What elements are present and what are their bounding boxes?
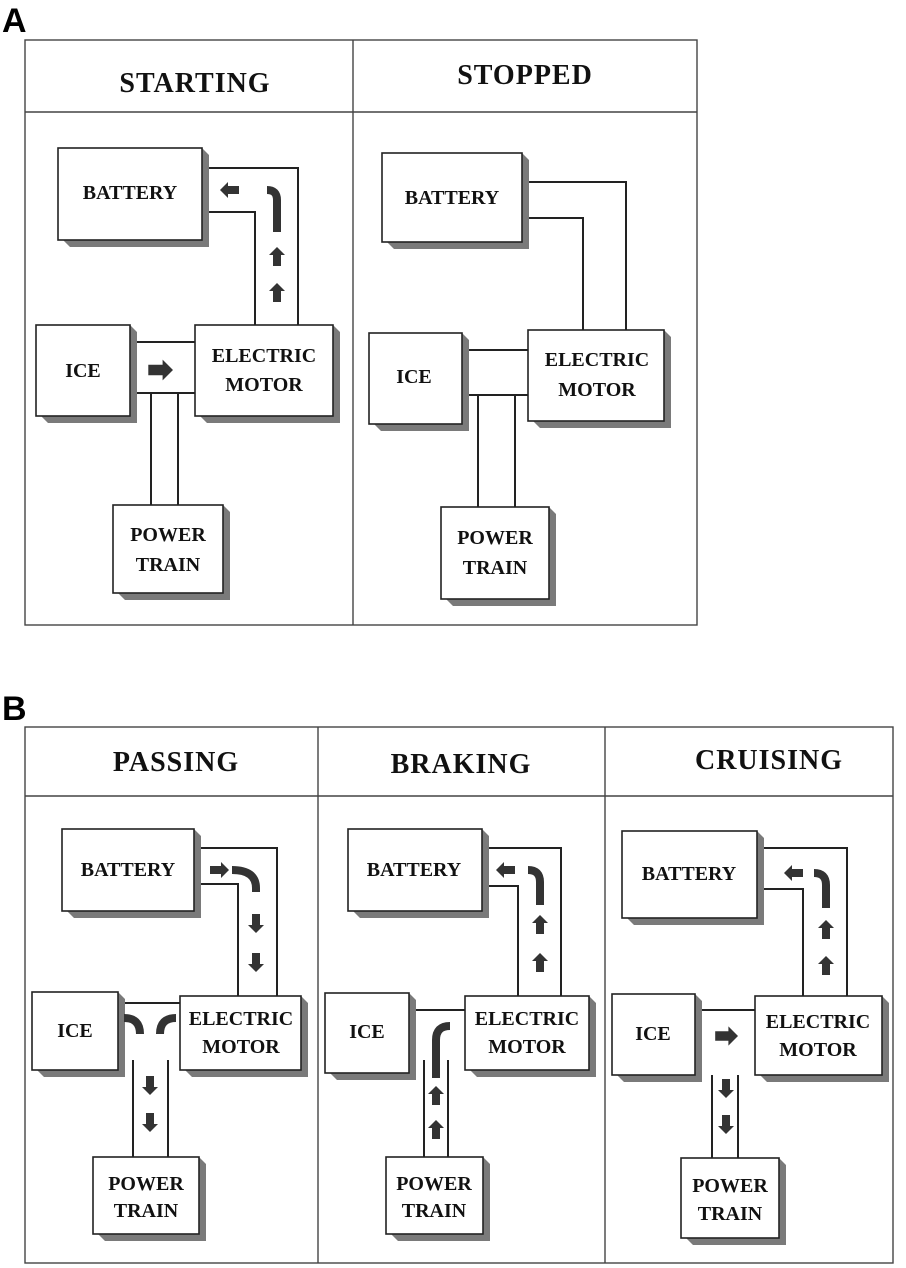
svg-text:TRAIN: TRAIN: [136, 554, 201, 576]
svg-text:TRAIN: TRAIN: [114, 1200, 179, 1222]
energy-flow-arrows: [715, 865, 834, 1134]
svg-text:BATTERY: BATTERY: [83, 182, 178, 204]
column-passing: PASSING BATTERY ICE ELECTRIC MOTOR: [31, 747, 308, 1241]
svg-text:BATTERY: BATTERY: [81, 859, 176, 881]
electric-motor-box: ELECTRIC MOTOR: [464, 995, 596, 1077]
svg-text:BATTERY: BATTERY: [642, 863, 737, 885]
electric-motor-box: ELECTRIC MOTOR: [179, 995, 308, 1077]
svg-text:MOTOR: MOTOR: [225, 374, 303, 396]
svg-text:POWER: POWER: [130, 524, 206, 546]
svg-text:ICE: ICE: [65, 360, 101, 382]
ice-box: ICE: [368, 332, 469, 431]
electric-motor-box: ELECTRIC MOTOR: [194, 324, 340, 423]
arrow-bend: [432, 1022, 451, 1078]
column-title: CRUISING: [695, 745, 843, 776]
battery-box: BATTERY: [381, 152, 529, 249]
panel-label-a: A: [2, 2, 27, 40]
column-title: STARTING: [119, 68, 270, 99]
svg-text:ELECTRIC: ELECTRIC: [766, 1011, 870, 1033]
ice-box: ICE: [31, 991, 125, 1077]
svg-text:MOTOR: MOTOR: [488, 1036, 566, 1058]
column-title: PASSING: [113, 747, 239, 778]
ice-box: ICE: [611, 993, 702, 1082]
energy-flow-arrows: [123, 862, 264, 1132]
power-train-box: POWER TRAIN: [680, 1157, 786, 1245]
svg-text:BATTERY: BATTERY: [367, 859, 462, 881]
svg-text:MOTOR: MOTOR: [779, 1039, 857, 1061]
figure-b: PASSING BATTERY ICE ELECTRIC MOTOR: [24, 726, 894, 1264]
electric-motor-box: ELECTRIC MOTOR: [527, 329, 671, 428]
column-title: BRAKING: [391, 749, 532, 780]
svg-text:ICE: ICE: [349, 1021, 385, 1043]
svg-text:POWER: POWER: [396, 1173, 472, 1195]
power-train-box: POWER TRAIN: [385, 1156, 490, 1241]
svg-text:ICE: ICE: [57, 1020, 93, 1042]
ice-box: ICE: [324, 992, 416, 1080]
column-starting: STARTING BATTERY ICE: [35, 68, 340, 600]
column-cruising: CRUISING BATTERY ICE ELECTRIC MOTOR: [611, 745, 889, 1245]
battery-box: BATTERY: [57, 147, 209, 247]
arrow-ice-bend: [123, 1014, 144, 1035]
svg-text:ELECTRIC: ELECTRIC: [189, 1008, 293, 1030]
arrow-bend: [231, 866, 260, 892]
arrow-bend: [813, 869, 830, 908]
svg-text:TRAIN: TRAIN: [698, 1203, 763, 1225]
svg-text:ELECTRIC: ELECTRIC: [475, 1008, 579, 1030]
battery-box: BATTERY: [621, 830, 764, 925]
battery-box: BATTERY: [347, 828, 489, 918]
battery-box: BATTERY: [61, 828, 201, 918]
svg-text:MOTOR: MOTOR: [202, 1036, 280, 1058]
figure-a: STARTING BATTERY ICE: [24, 39, 698, 626]
arrow-bend: [266, 186, 281, 232]
arrow-bend: [527, 866, 544, 905]
svg-text:MOTOR: MOTOR: [558, 379, 636, 401]
electric-motor-box: ELECTRIC MOTOR: [754, 995, 889, 1082]
power-train-box: POWER TRAIN: [440, 506, 556, 606]
svg-text:POWER: POWER: [457, 527, 533, 549]
arrow-motor-bend: [156, 1014, 177, 1035]
ice-box: ICE: [35, 324, 137, 423]
svg-text:TRAIN: TRAIN: [402, 1200, 467, 1222]
svg-text:ICE: ICE: [396, 366, 432, 388]
energy-flow-arrows: [428, 862, 548, 1139]
panel-label-b: B: [2, 690, 27, 728]
svg-text:ELECTRIC: ELECTRIC: [545, 349, 649, 371]
svg-text:TRAIN: TRAIN: [463, 557, 528, 579]
svg-text:BATTERY: BATTERY: [405, 187, 500, 209]
column-stopped: STOPPED BATTERY ICE ELECTRIC MOTOR: [368, 60, 671, 606]
svg-text:ICE: ICE: [635, 1023, 671, 1045]
energy-flow-arrows: [148, 182, 285, 381]
power-train-box: POWER TRAIN: [92, 1156, 206, 1241]
svg-text:ELECTRIC: ELECTRIC: [212, 345, 316, 367]
power-train-box: POWER TRAIN: [112, 504, 230, 600]
column-braking: BRAKING BATTERY ICE ELECTRIC MOTOR: [324, 749, 596, 1241]
column-title: STOPPED: [457, 60, 593, 91]
svg-text:POWER: POWER: [692, 1175, 768, 1197]
svg-text:POWER: POWER: [108, 1173, 184, 1195]
